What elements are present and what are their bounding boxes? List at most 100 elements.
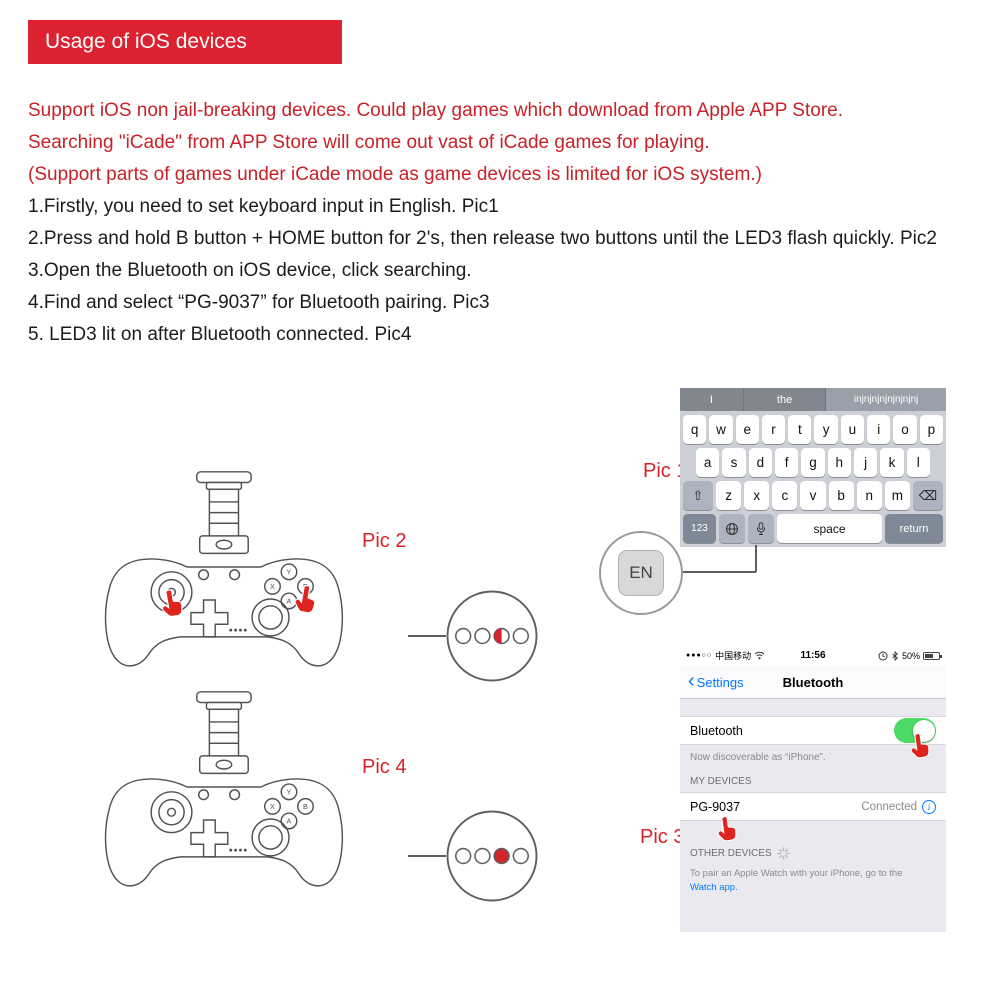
pic3-label: Pic 3 [640, 826, 685, 848]
spacer [680, 699, 946, 716]
pic1-label: Pic 1 [643, 460, 688, 482]
suggestion-word[interactable]: the [744, 388, 827, 411]
section-title: Usage of iOS devices [45, 30, 247, 53]
key-i[interactable]: i [867, 415, 891, 444]
keyboard-row-3: ⇧ z x c v b n m ⌫ [680, 481, 946, 510]
chevron-back-icon: ‹ [688, 669, 695, 692]
keyboard-row-4: 123 space return [680, 514, 946, 543]
key-j[interactable]: j [853, 448, 878, 477]
key-a[interactable]: a [696, 448, 720, 477]
key-c[interactable]: c [772, 481, 798, 510]
keyboard-row-1: q w e r t y u i o p [680, 415, 946, 444]
key-g[interactable]: g [801, 448, 825, 477]
key-f[interactable]: f [774, 448, 799, 477]
clock-time: 11:56 [800, 650, 826, 661]
key-v[interactable]: v [800, 481, 826, 510]
status-icons: 50% [878, 650, 942, 661]
callout-connector-line [754, 545, 757, 572]
back-label: Settings [696, 674, 744, 690]
intro-line: Support iOS non jail-breaking devices. C… [28, 100, 843, 121]
dictation-key[interactable] [748, 514, 774, 543]
backspace-key[interactable]: ⌫ [912, 481, 943, 510]
step-4: 4.Find and select “PG-9037” for Bluetoot… [28, 292, 490, 313]
back-button[interactable]: ‹ Settings [688, 669, 744, 692]
key-p[interactable]: p [919, 415, 943, 444]
nav-bar: ‹ Settings Bluetooth [680, 666, 946, 699]
status-bar: ●●●○○ 中国移动 11:56 50% [680, 645, 946, 666]
en-key-callout: EN [599, 531, 683, 615]
ios-keyboard-screenshot: I the injnjnjnjnjnjnjnj q w e r t y u i … [680, 388, 946, 547]
key-h[interactable]: h [827, 448, 851, 477]
watch-note-text: To pair an Apple Watch with your iPhone,… [690, 868, 903, 879]
other-devices-label: OTHER DEVICES [690, 848, 772, 859]
step-3: 3.Open the Bluetooth on iOS device, clic… [28, 260, 472, 281]
shift-key[interactable]: ⇧ [683, 481, 713, 510]
key-z[interactable]: z [716, 481, 742, 510]
mic-icon [757, 521, 765, 535]
pic4-label: Pic 4 [362, 756, 407, 778]
bluetooth-icon [892, 650, 899, 661]
hand-pointer-icon [292, 583, 319, 615]
connected-label: Connected [861, 800, 917, 813]
intro-line: (Support parts of games under iCade mode… [28, 164, 762, 185]
instruction-text: Support iOS non jail-breaking devices. C… [28, 95, 963, 351]
key-l[interactable]: l [906, 448, 930, 477]
en-key: EN [618, 550, 664, 596]
key-r[interactable]: r [761, 415, 786, 444]
discoverable-note: Now discoverable as “iPhone”. [690, 752, 826, 763]
suggestion-word[interactable]: injnjnjnjnjnjnjnj [826, 388, 946, 411]
key-u[interactable]: u [840, 415, 865, 444]
device-status: Connected i [861, 799, 936, 814]
battery-icon [923, 651, 942, 660]
key-k[interactable]: k [880, 448, 904, 477]
spinner-icon [776, 847, 790, 860]
key-x[interactable]: x [744, 481, 770, 510]
led3-lit [493, 847, 510, 865]
step-5: 5. LED3 lit on after Bluetooth connected… [28, 324, 412, 345]
suggestion-word[interactable]: I [680, 388, 744, 411]
key-n[interactable]: n [856, 481, 882, 510]
battery-percent: 50% [901, 650, 920, 661]
device-name: PG-9037 [690, 799, 741, 814]
globe-key[interactable] [719, 514, 745, 543]
space-key[interactable]: space [777, 514, 882, 543]
return-key[interactable]: return [885, 514, 943, 543]
hand-pointer-icon [715, 814, 738, 843]
numbers-key[interactable]: 123 [683, 514, 716, 543]
controller-illustration-pic2 [104, 471, 344, 667]
bluetooth-toggle[interactable] [894, 718, 936, 743]
key-e[interactable]: e [735, 415, 759, 444]
led-connector-line [408, 855, 446, 857]
key-t[interactable]: t [788, 415, 812, 444]
section-title-banner: Usage of iOS devices [28, 20, 342, 64]
key-o[interactable]: o [893, 415, 917, 444]
alarm-icon [878, 651, 888, 660]
page-title: Bluetooth [782, 674, 844, 690]
intro-line: Searching "iCade" from APP Store will co… [28, 132, 710, 153]
callout-connector-line [683, 571, 756, 573]
key-b[interactable]: b [828, 481, 854, 510]
key-d[interactable]: d [748, 448, 772, 477]
wifi-icon [754, 651, 765, 660]
step-2: 2.Press and hold B button + HOME button … [28, 228, 937, 249]
key-w[interactable]: w [709, 415, 733, 444]
watch-app-link[interactable]: Watch app. [690, 882, 738, 894]
led3-half-lit [494, 628, 502, 644]
device-row[interactable]: PG-9037 Connected i [680, 792, 946, 821]
globe-icon [726, 522, 738, 535]
key-q[interactable]: q [683, 415, 707, 444]
step-1: 1.Firstly, you need to set keyboard inpu… [28, 196, 499, 217]
suggestion-bar: I the injnjnjnjnjnjnjnj [680, 388, 946, 411]
bluetooth-settings-screenshot: ●●●○○ 中国移动 11:56 50% ‹ Settings Bluetoot… [680, 645, 946, 932]
key-m[interactable]: m [884, 481, 910, 510]
my-devices-header: MY DEVICES [690, 776, 752, 787]
key-s[interactable]: s [722, 448, 746, 477]
carrier-name: 中国移动 [715, 651, 752, 661]
info-icon[interactable]: i [922, 799, 936, 814]
controller-illustration-pic4 [104, 691, 344, 887]
led-indicator-detail-pic4 [446, 810, 538, 902]
watch-note: To pair an Apple Watch with your iPhone,… [680, 865, 946, 898]
led-connector-line [408, 635, 446, 637]
bluetooth-toggle-label: Bluetooth [690, 723, 743, 738]
key-y[interactable]: y [814, 415, 838, 444]
